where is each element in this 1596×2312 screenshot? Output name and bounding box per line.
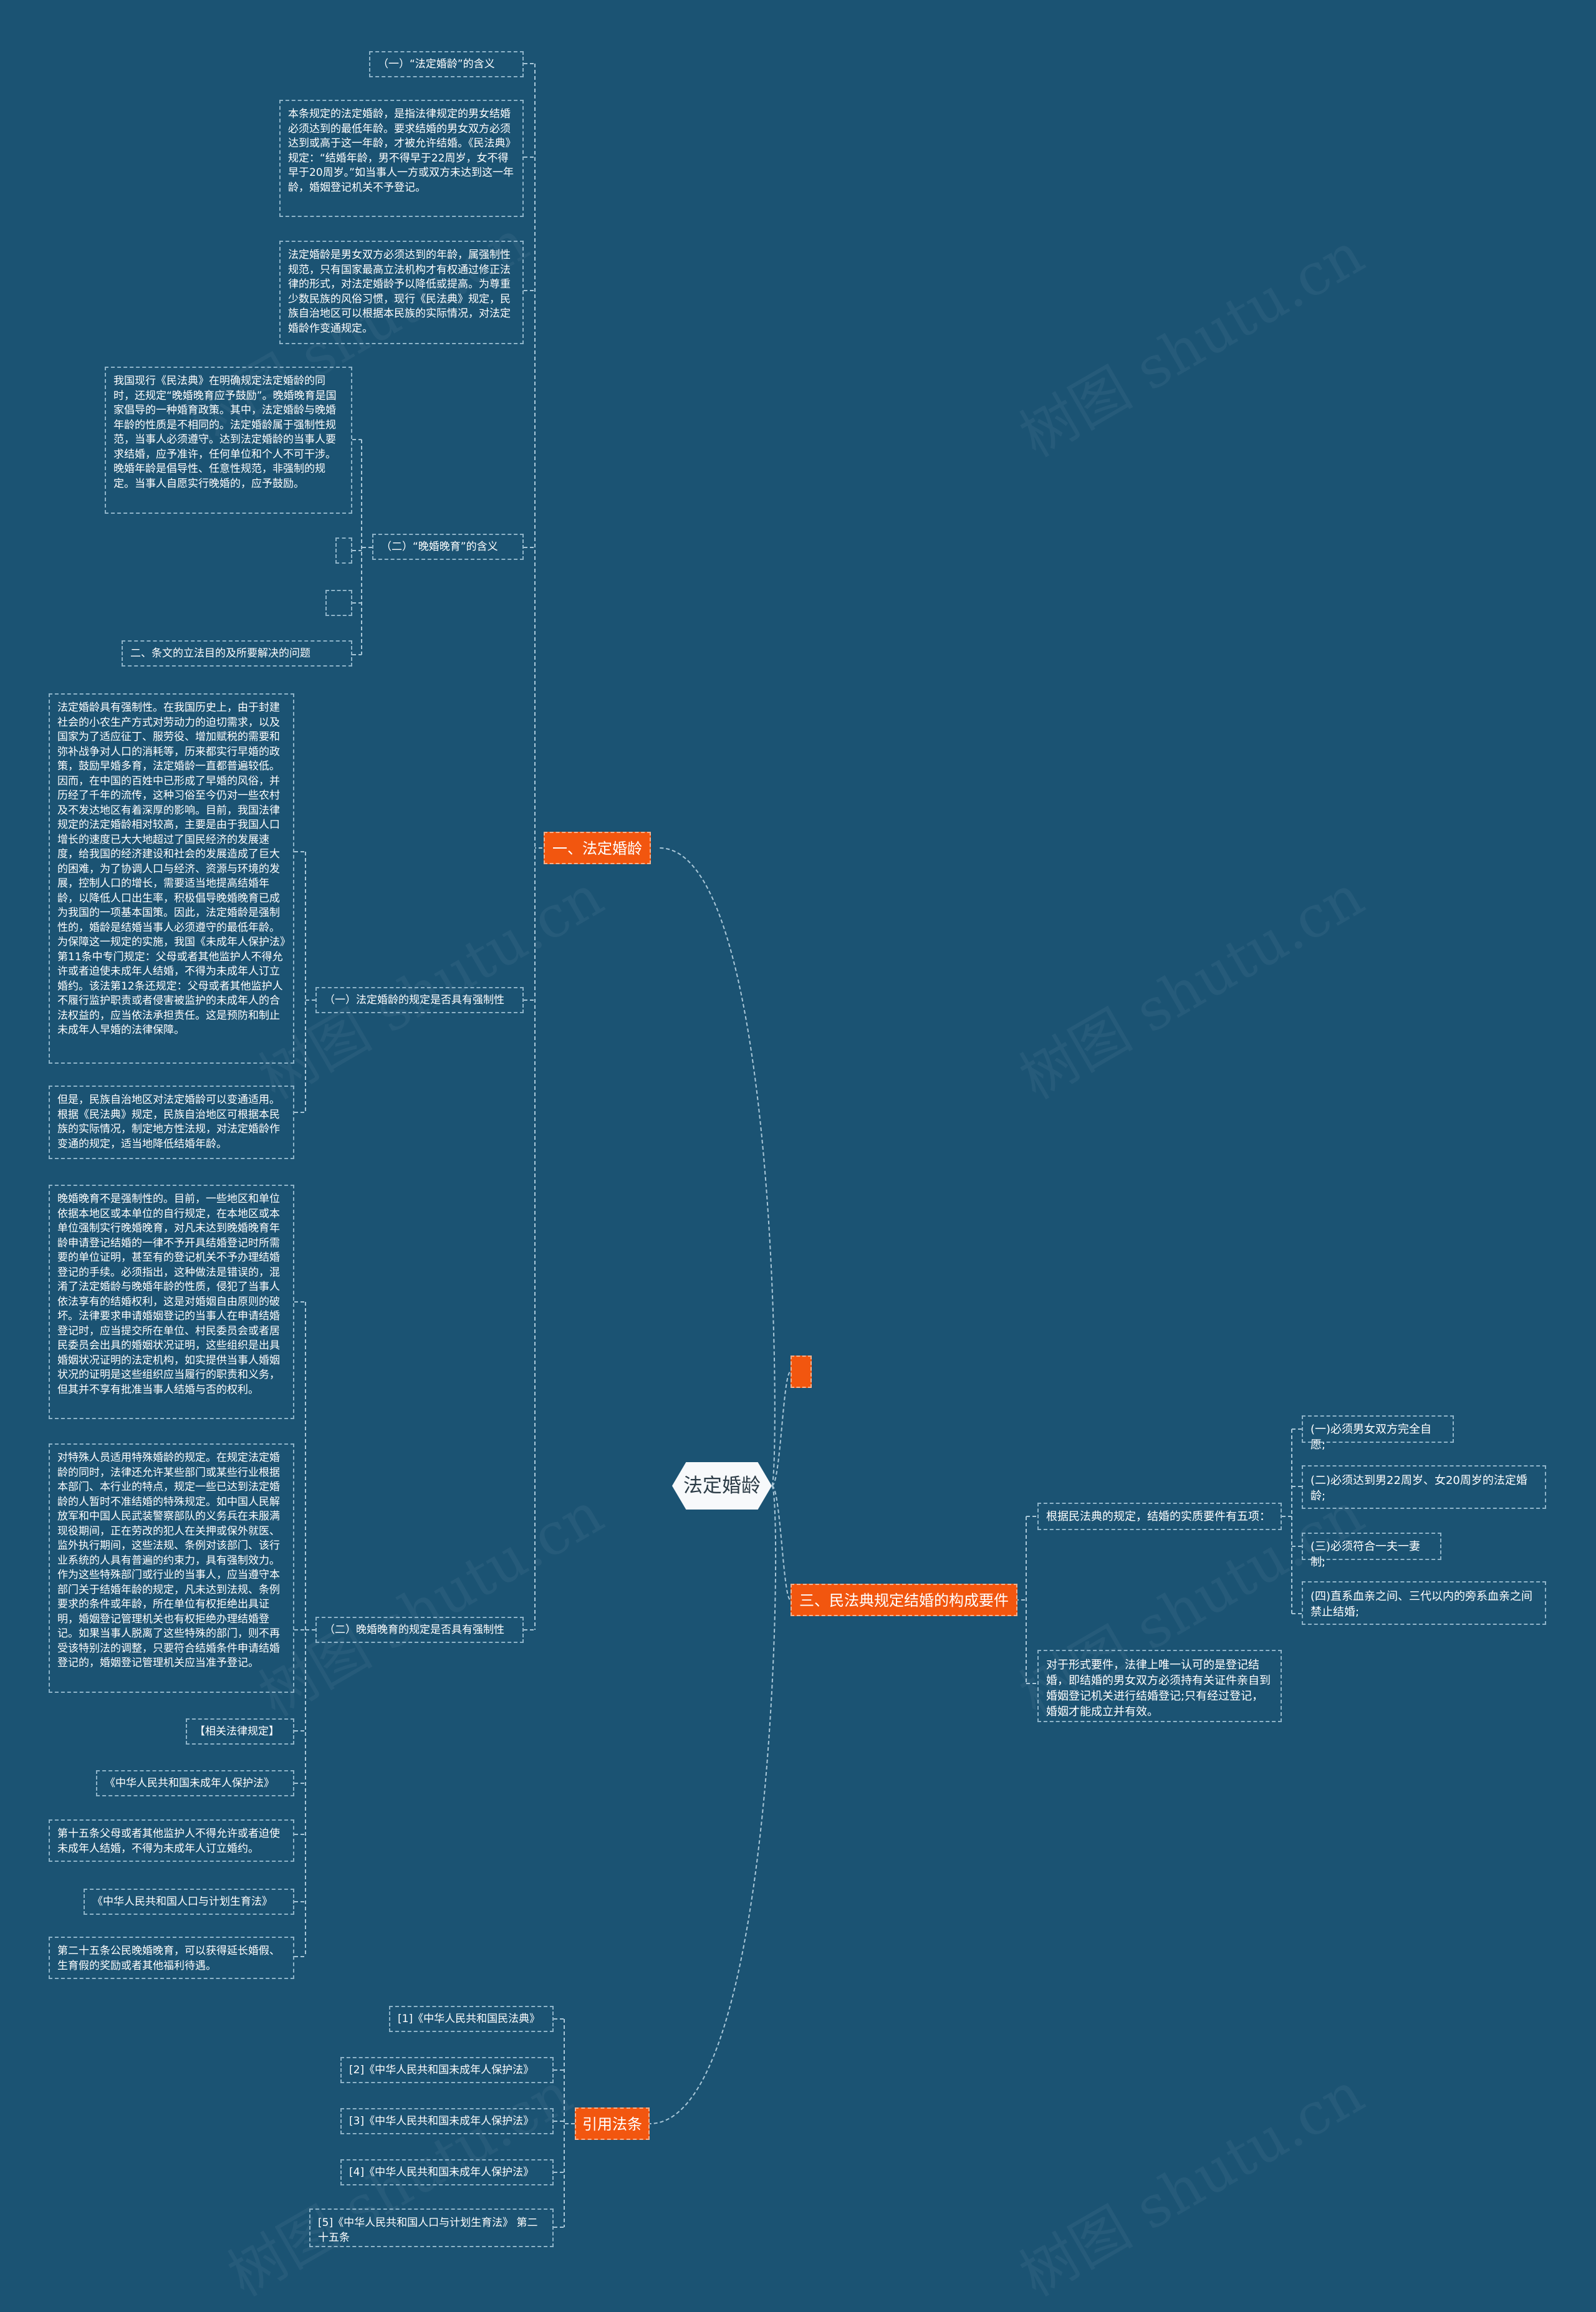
population-planning-article-text[interactable]: 第二十五条公民晚婚晚育，可以获得延长婚假、生育假的奖励或者其他福利待遇。 [49,1937,294,1979]
cited-law-5[interactable]: [5]《中华人民共和国人口与计划生育法》 第二十五条 [309,2208,554,2247]
branch-empty[interactable] [791,1356,812,1388]
requirement-legal-age[interactable]: (二)必须达到男22周岁、女20周岁的法定婚龄; [1302,1465,1546,1509]
requirement-monogamy[interactable]: (三)必须符合一夫一妻制; [1302,1533,1441,1569]
minor-protection-law-title[interactable]: 《中华人民共和国未成年人保护法》 [96,1770,294,1796]
population-planning-law-title[interactable]: 《中华人民共和国人口与计划生育法》 [84,1889,294,1915]
legal-age-mandatory-history-text[interactable]: 法定婚龄具有强制性。在我国历史上，由于封建社会的小农生产方式对劳动力的迫切需求，… [49,693,294,1064]
legislative-purpose-heading[interactable]: 二、条文的立法目的及所要解决的问题 [122,640,352,667]
link-root-b1 [659,847,776,1486]
related-laws-heading[interactable]: 【相关法律规定】 [186,1718,294,1745]
empty-node[interactable] [325,590,352,616]
cited-law-3[interactable]: [3]《中华人民共和国未成年人保护法》 [340,2108,554,2134]
cited-law-4[interactable]: [4]《中华人民共和国未成年人保护法》 [340,2159,554,2185]
branch-marriage-requirements[interactable]: 三、民法典规定结婚的构成要件 [791,1584,1017,1616]
link-root-b3 [771,1485,791,1601]
requirement-voluntary[interactable]: (一)必须男女双方完全自愿; [1302,1415,1454,1452]
link-root-bempty [771,1371,791,1486]
legal-age-mandatory-text[interactable]: 法定婚龄是男女双方必须达到的年龄，属强制性规范，只有国家最高立法机构才有权通过修… [279,241,524,344]
substantive-requirements-intro[interactable]: 根据民法典的规定，结婚的实质要件有五项： [1037,1503,1282,1530]
late-marriage-mandatory-question[interactable]: （二）晚婚晚育的规定是否具有强制性 [315,1617,524,1643]
late-marriage-not-mandatory-text[interactable]: 晚婚晚育不是强制性的。目前，一些地区和单位依据本地区或本单位的自行规定，在本地区… [49,1185,294,1419]
formal-requirement-registration[interactable]: 对于形式要件，法律上唯一认可的是登记结婚，即结婚的男女双方必须持有关证件亲自到婚… [1037,1650,1282,1722]
branch-cited-laws[interactable]: 引用法条 [575,2107,650,2140]
legal-age-definition-text[interactable]: 本条规定的法定婚龄，是指法律规定的男女结婚必须达到的最低年龄。要求结婚的男女双方… [279,100,524,217]
cited-law-1[interactable]: [1]《中华人民共和国民法典》 [389,2006,554,2032]
empty-node[interactable] [335,537,352,564]
special-personnel-rules-text[interactable]: 对特殊人员适用特殊婚龄的规定。在规定法定婚龄的同时，法律还允许某些部门或某些行业… [49,1443,294,1693]
legal-age-mandatory-question[interactable]: （一）法定婚龄的规定是否具有强制性 [315,987,524,1013]
late-marriage-policy-text[interactable]: 我国现行《民法典》在明确规定法定婚龄的同时，还规定“晚婚晚育应予鼓励”。晚婚晚育… [105,367,352,514]
minor-protection-article-text[interactable]: 第十五条父母或者其他监护人不得允许或者迫使未成年人结婚，不得为未成年人订立婚约。 [49,1819,294,1862]
requirement-blood-relation-ban[interactable]: (四)直系血亲之间、三代以内的旁系血亲之间禁止结婚; [1302,1581,1546,1625]
ethnic-autonomy-variation-text[interactable]: 但是，民族自治地区对法定婚龄可以变通适用。根据《民法典》规定，民族自治地区可根据… [49,1086,294,1159]
link-root-b4 [649,1485,777,2124]
meaning-legal-age-heading[interactable]: （一）“法定婚龄”的含义 [369,51,524,77]
meaning-late-marriage-heading[interactable]: （二）“晚婚晚育”的含义 [372,534,524,560]
root-topic[interactable]: 法定婚龄 [672,1462,772,1510]
branch-legal-marriage-age[interactable]: 一、法定婚龄 [544,832,651,864]
cited-law-2[interactable]: [2]《中华人民共和国未成年人保护法》 [340,2057,554,2083]
